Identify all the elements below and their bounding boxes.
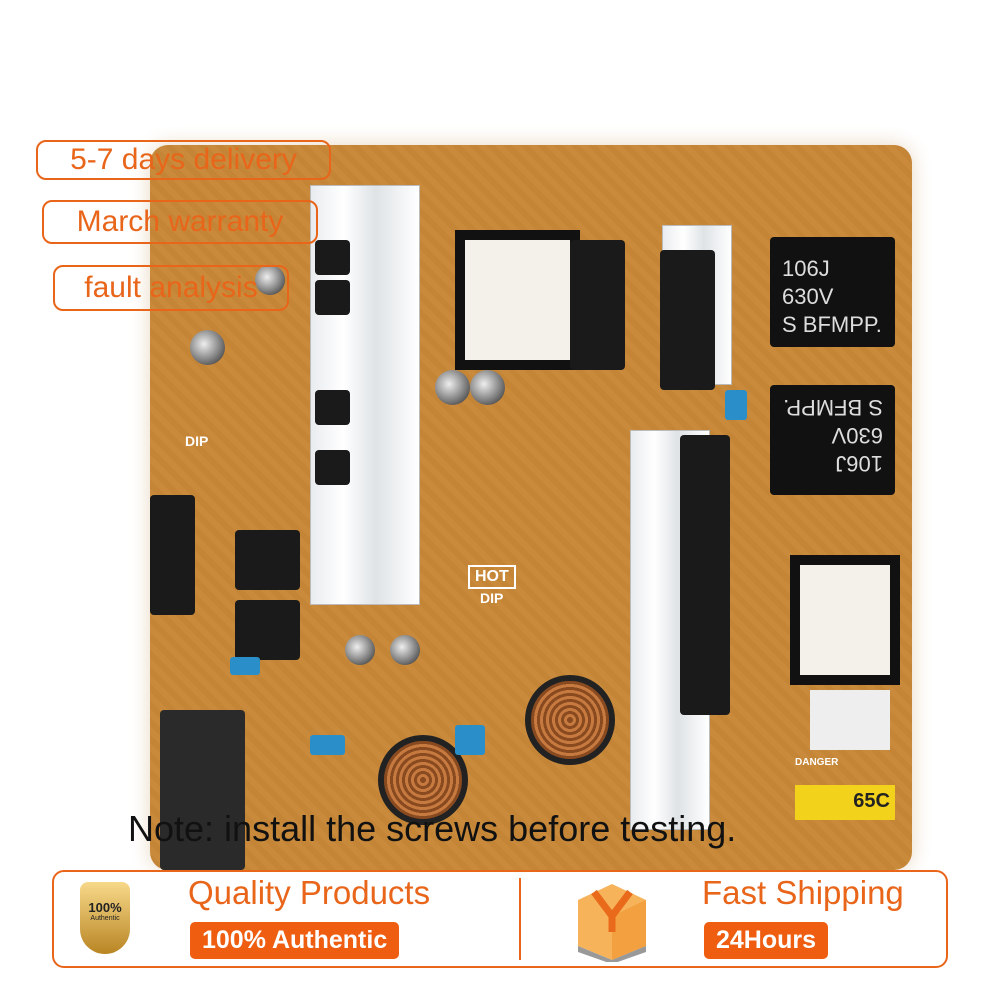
- electrolytic-capacitor: [435, 370, 470, 405]
- connector: [150, 495, 195, 615]
- install-note: Note: install the screws before testing.: [128, 808, 737, 849]
- electrolytic-capacitor: [190, 330, 225, 365]
- shipping-badge: 24Hours: [704, 922, 829, 959]
- inductor: [235, 530, 300, 590]
- electrolytic-capacitor: [345, 635, 375, 665]
- blue-capacitor: [230, 657, 260, 675]
- danger-label: DANGER: [795, 757, 839, 768]
- power-supply-board-photo: 106J 630V S BFMPP. 106J 630V S BFMPP. 65…: [150, 145, 912, 870]
- transformer: [790, 555, 900, 685]
- film-capacitor: 106J 630V S BFMPP.: [770, 237, 895, 347]
- authentic-seal-icon: 100% Authentic: [80, 882, 130, 954]
- promo-banner: 100% Authentic Quality Products 100% Aut…: [52, 870, 948, 968]
- power-socket: [160, 710, 245, 870]
- blue-capacitor: [455, 725, 485, 755]
- electrolytic-capacitor: [390, 635, 420, 665]
- relay: [810, 690, 890, 750]
- seal-percent: 100%: [88, 900, 122, 915]
- warranty-tag: March warranty: [42, 200, 318, 244]
- authentic-badge: 100% Authentic: [190, 922, 400, 959]
- transistor: [315, 450, 350, 485]
- shipping-title: Fast Shipping: [702, 874, 904, 911]
- film-capacitor: 106J 630V S BFMPP.: [770, 385, 895, 495]
- capacitor-label: 106J 630V: [782, 256, 834, 309]
- transformer-core: [570, 240, 625, 370]
- delivery-tag: 5-7 days delivery: [36, 140, 331, 180]
- divider: [519, 878, 521, 960]
- seal-text: Authentic: [90, 915, 120, 922]
- transistor-strip: [680, 435, 730, 715]
- fault-analysis-tag: fault analysis: [53, 265, 289, 311]
- capacitor-label: 106J 630V: [831, 423, 883, 476]
- transformer: [455, 230, 580, 370]
- blue-capacitor: [310, 735, 345, 755]
- capacitor-label: S BFMPP.: [782, 312, 882, 337]
- inductor: [235, 600, 300, 660]
- quality-title: Quality Products: [188, 874, 431, 911]
- dip-label: DIP: [480, 590, 504, 606]
- capacitor-label: S BFMPP.: [783, 395, 883, 420]
- electrolytic-capacitor: [470, 370, 505, 405]
- hot-label: HOT: [468, 565, 516, 589]
- transistor: [315, 390, 350, 425]
- toroid-inductor: [525, 675, 615, 765]
- toroid-inductor: [378, 735, 468, 825]
- transistor: [315, 240, 350, 275]
- model-sticker: 65C: [795, 785, 895, 820]
- transistor-strip: [660, 250, 715, 390]
- transistor: [315, 280, 350, 315]
- package-box-icon: [574, 880, 650, 964]
- dip-label: DIP: [185, 433, 209, 449]
- blue-capacitor: [725, 390, 747, 420]
